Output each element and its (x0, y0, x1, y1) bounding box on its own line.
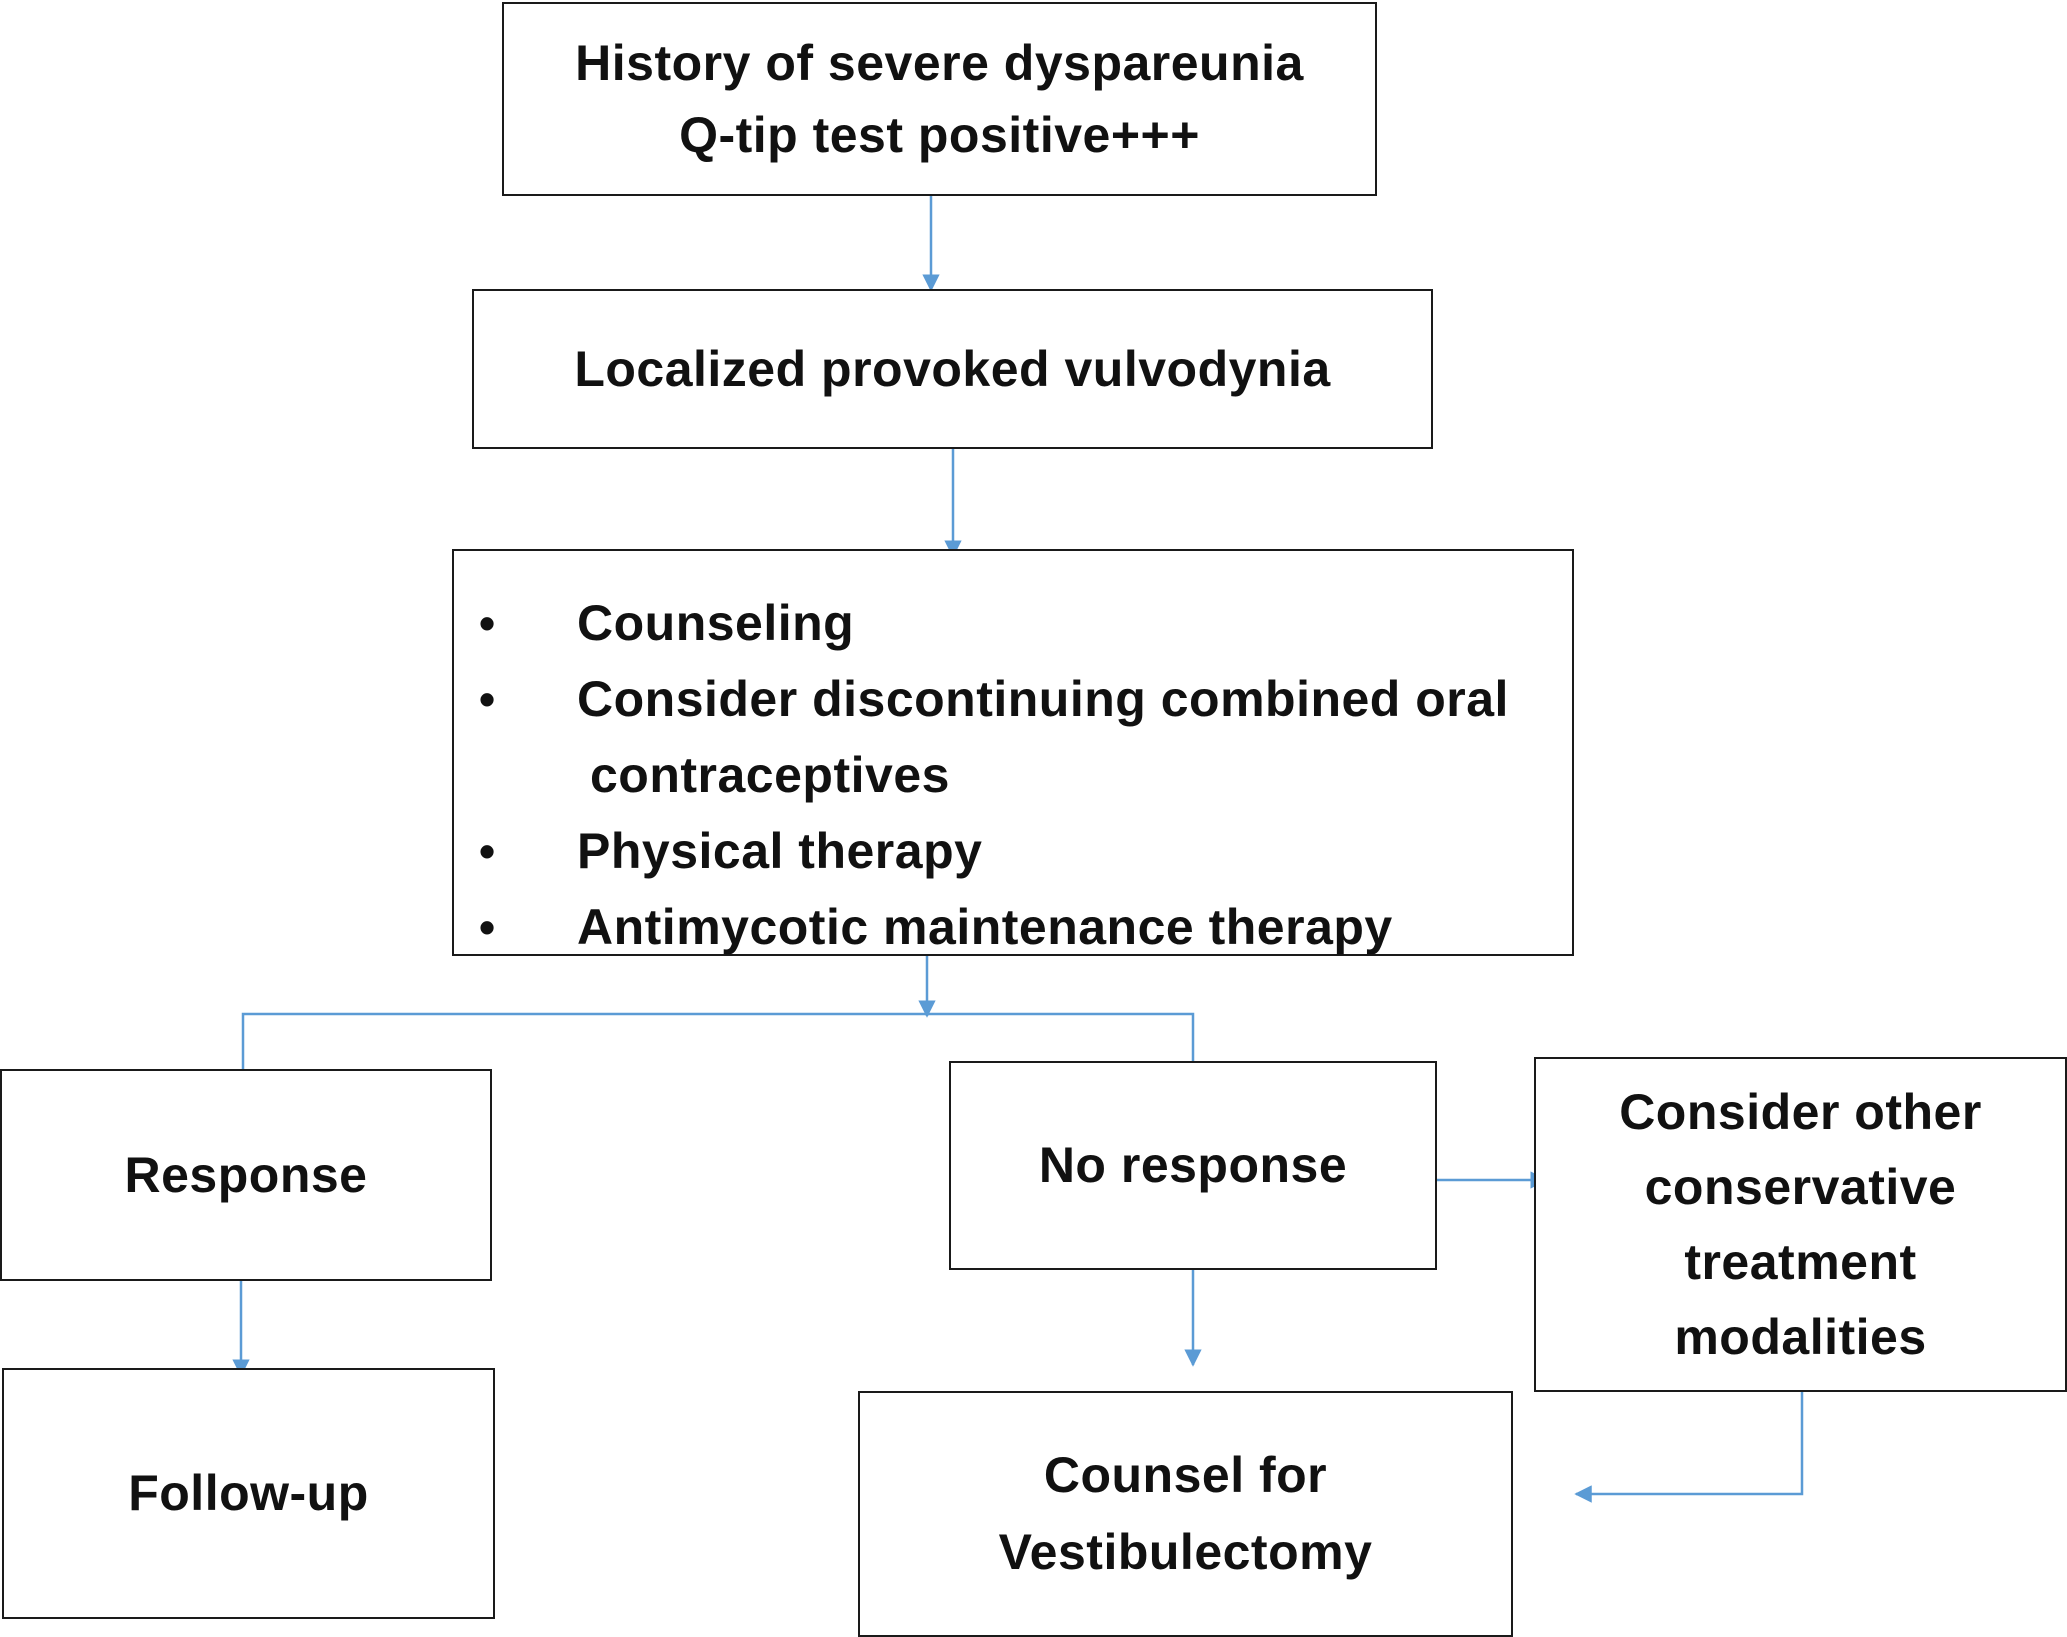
vestibulectomy-line-2: Vestibulectomy (998, 1524, 1373, 1580)
other-modalities-line-2: conservative (1644, 1158, 1957, 1215)
treatment-box: • Counseling • Consider discontinuing co… (452, 549, 1574, 956)
treatment-item-counseling: • Counseling (474, 585, 854, 661)
history-line-2: Q-tip test positive+++ (679, 107, 1200, 163)
vestibulectomy-line-1: Counsel for (1043, 1446, 1328, 1503)
connector-split (241, 1012, 1195, 1069)
vestibulectomy-box: Counsel for Vestibulectomy (858, 1391, 1513, 1637)
treatment-item-text: Antimycotic maintenance therapy (577, 899, 1393, 955)
follow-up-label: Follow-up (128, 1465, 369, 1522)
bullet-icon: • (479, 825, 496, 877)
diagnosis-label: Localized provoked vulvodynia (574, 340, 1331, 397)
response-label: Response (124, 1146, 368, 1203)
response-box: Response (0, 1069, 492, 1281)
no-response-label: No response (1038, 1137, 1348, 1194)
treatment-item-physical-therapy: • Physical therapy (474, 813, 982, 889)
treatment-item-continuation-row: contraceptives (474, 737, 950, 813)
other-modalities-line-4: modalities (1674, 1308, 1927, 1365)
history-line-1: History of severe dyspareunia (575, 34, 1304, 91)
treatment-item-antimycotic: • Antimycotic maintenance therapy (474, 889, 1393, 965)
other-modalities-box: Consider other conservative treatment mo… (1534, 1057, 2067, 1392)
history-box: History of severe dyspareunia Q-tip test… (502, 2, 1377, 196)
no-response-box: No response (949, 1061, 1437, 1270)
treatment-item-continuation: contraceptives (590, 747, 950, 803)
follow-up-box: Follow-up (2, 1368, 495, 1619)
treatment-item-text: Consider discontinuing combined oral (577, 671, 1509, 727)
bullet-icon: • (479, 597, 496, 649)
diagnosis-box: Localized provoked vulvodynia (472, 289, 1433, 449)
bullet-icon: • (479, 901, 496, 953)
treatment-item-text: Physical therapy (577, 823, 983, 879)
treatment-item-text: Counseling (577, 595, 855, 651)
arrow-other-to-vestibulectomy (1574, 1390, 1804, 1503)
treatment-item-contraceptives: • Consider discontinuing combined oral (474, 661, 1509, 737)
other-modalities-line-3: treatment (1684, 1233, 1917, 1290)
other-modalities-line-1: Consider other (1619, 1083, 1982, 1140)
bullet-icon: • (479, 673, 496, 725)
